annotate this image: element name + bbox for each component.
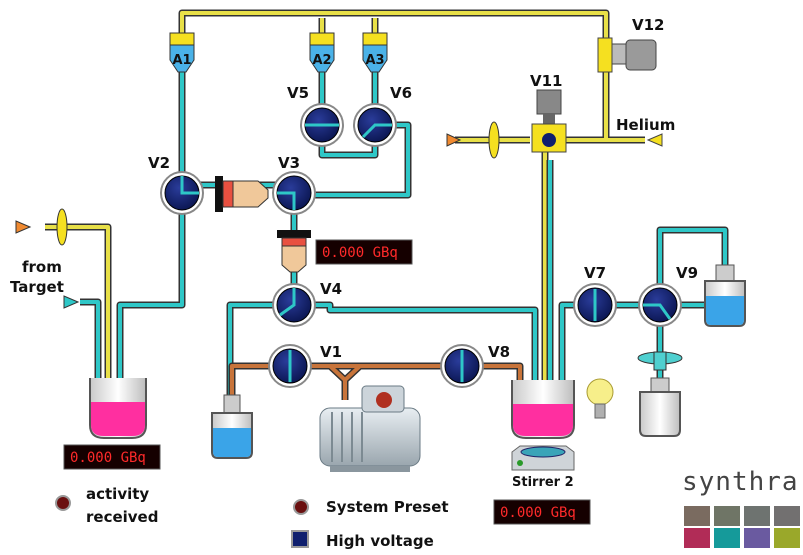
stirrer-label: Stirrer 2	[512, 475, 574, 490]
valve-label-v6: V6	[390, 84, 412, 102]
vent-filter-right	[446, 121, 530, 159]
valve-label-v4: V4	[320, 280, 342, 298]
reagent-vial-a1[interactable]: A1	[169, 32, 195, 73]
svg-text:0.000 GBq: 0.000 GBq	[70, 450, 146, 466]
reagent-label-a1: A1	[172, 53, 191, 68]
vacuum-pump[interactable]	[319, 385, 421, 472]
valve-label-v9: V9	[676, 264, 698, 282]
valve-v7[interactable]	[573, 283, 617, 327]
cartridge-vertical[interactable]	[277, 230, 311, 273]
sterile-filter	[637, 351, 683, 371]
synthra-logo: synthra	[682, 467, 799, 497]
valve-label-v11: V11	[530, 72, 562, 90]
valve-label-v5: V5	[287, 84, 309, 102]
reactor-2[interactable]	[511, 380, 575, 439]
svg-text:High voltage: High voltage	[326, 532, 434, 550]
activity-readout-cartridge: 0.000 GBq	[315, 239, 413, 265]
valve-label-v3: V3	[278, 154, 300, 172]
logo-tile	[744, 506, 770, 526]
from-target-label-2: Target	[10, 278, 64, 296]
valve-label-v12: V12	[632, 16, 664, 34]
logo-tile	[774, 528, 800, 548]
svg-text:System Preset: System Preset	[326, 498, 449, 516]
logo-tile	[684, 528, 710, 548]
system-preset-icon	[293, 499, 309, 515]
waste-bottle-left[interactable]	[211, 394, 253, 459]
svg-text:activity: activity	[86, 485, 149, 503]
helium-inlet-arrow	[646, 133, 663, 147]
reactor-1[interactable]	[89, 378, 147, 439]
final-bottle[interactable]	[639, 377, 681, 437]
logo-tile	[714, 506, 740, 526]
svg-text:0.000 GBq: 0.000 GBq	[500, 505, 576, 521]
valve-v5[interactable]	[300, 103, 344, 147]
activity-readout-reactor-1: 0.000 GBq	[63, 444, 161, 470]
legend-activity-received: activity received	[55, 485, 158, 526]
from-target-arrow	[63, 295, 80, 309]
activity-readout-reactor-2: 0.000 GBq	[493, 499, 591, 525]
valve-v6[interactable]	[353, 103, 397, 147]
high-voltage-icon	[291, 530, 309, 548]
reagent-label-a2: A2	[312, 53, 331, 68]
valve-label-v8: V8	[488, 343, 510, 361]
logo-tile	[744, 528, 770, 548]
valve-label-v1: V1	[320, 343, 342, 361]
legend-high-voltage: High voltage	[291, 530, 434, 550]
helium-label: Helium	[616, 116, 675, 134]
from-target-label-1: from	[22, 258, 62, 276]
reagent-label-a3: A3	[365, 53, 384, 68]
vent-filter-left	[15, 208, 68, 246]
logo-tile	[684, 506, 710, 526]
valve-v11[interactable]	[531, 89, 567, 153]
valve-label-v7: V7	[584, 264, 606, 282]
valve-v4[interactable]	[272, 283, 316, 327]
valve-label-v2: V2	[148, 154, 170, 172]
logo-tiles	[684, 506, 800, 548]
valve-v3[interactable]	[272, 171, 316, 215]
logo-tile	[714, 528, 740, 548]
svg-text:0.000 GBq: 0.000 GBq	[322, 245, 398, 261]
valve-v8[interactable]	[440, 344, 484, 388]
valve-v9[interactable]	[638, 283, 682, 327]
valve-v2[interactable]	[160, 171, 204, 215]
logo-tile	[774, 506, 800, 526]
valve-v1[interactable]	[268, 344, 312, 388]
reagent-vial-a3[interactable]: A3	[362, 32, 388, 73]
cartridge-horizontal[interactable]	[215, 176, 269, 212]
legend-system-preset: System Preset	[293, 498, 449, 516]
stirrer[interactable]	[511, 445, 575, 471]
product-bottle[interactable]	[704, 264, 746, 327]
lamp-icon	[586, 378, 614, 419]
valve-v12[interactable]	[597, 37, 657, 73]
activity-indicator-icon	[55, 495, 71, 511]
reagent-vial-a2[interactable]: A2	[309, 32, 335, 73]
svg-text:received: received	[86, 508, 158, 526]
